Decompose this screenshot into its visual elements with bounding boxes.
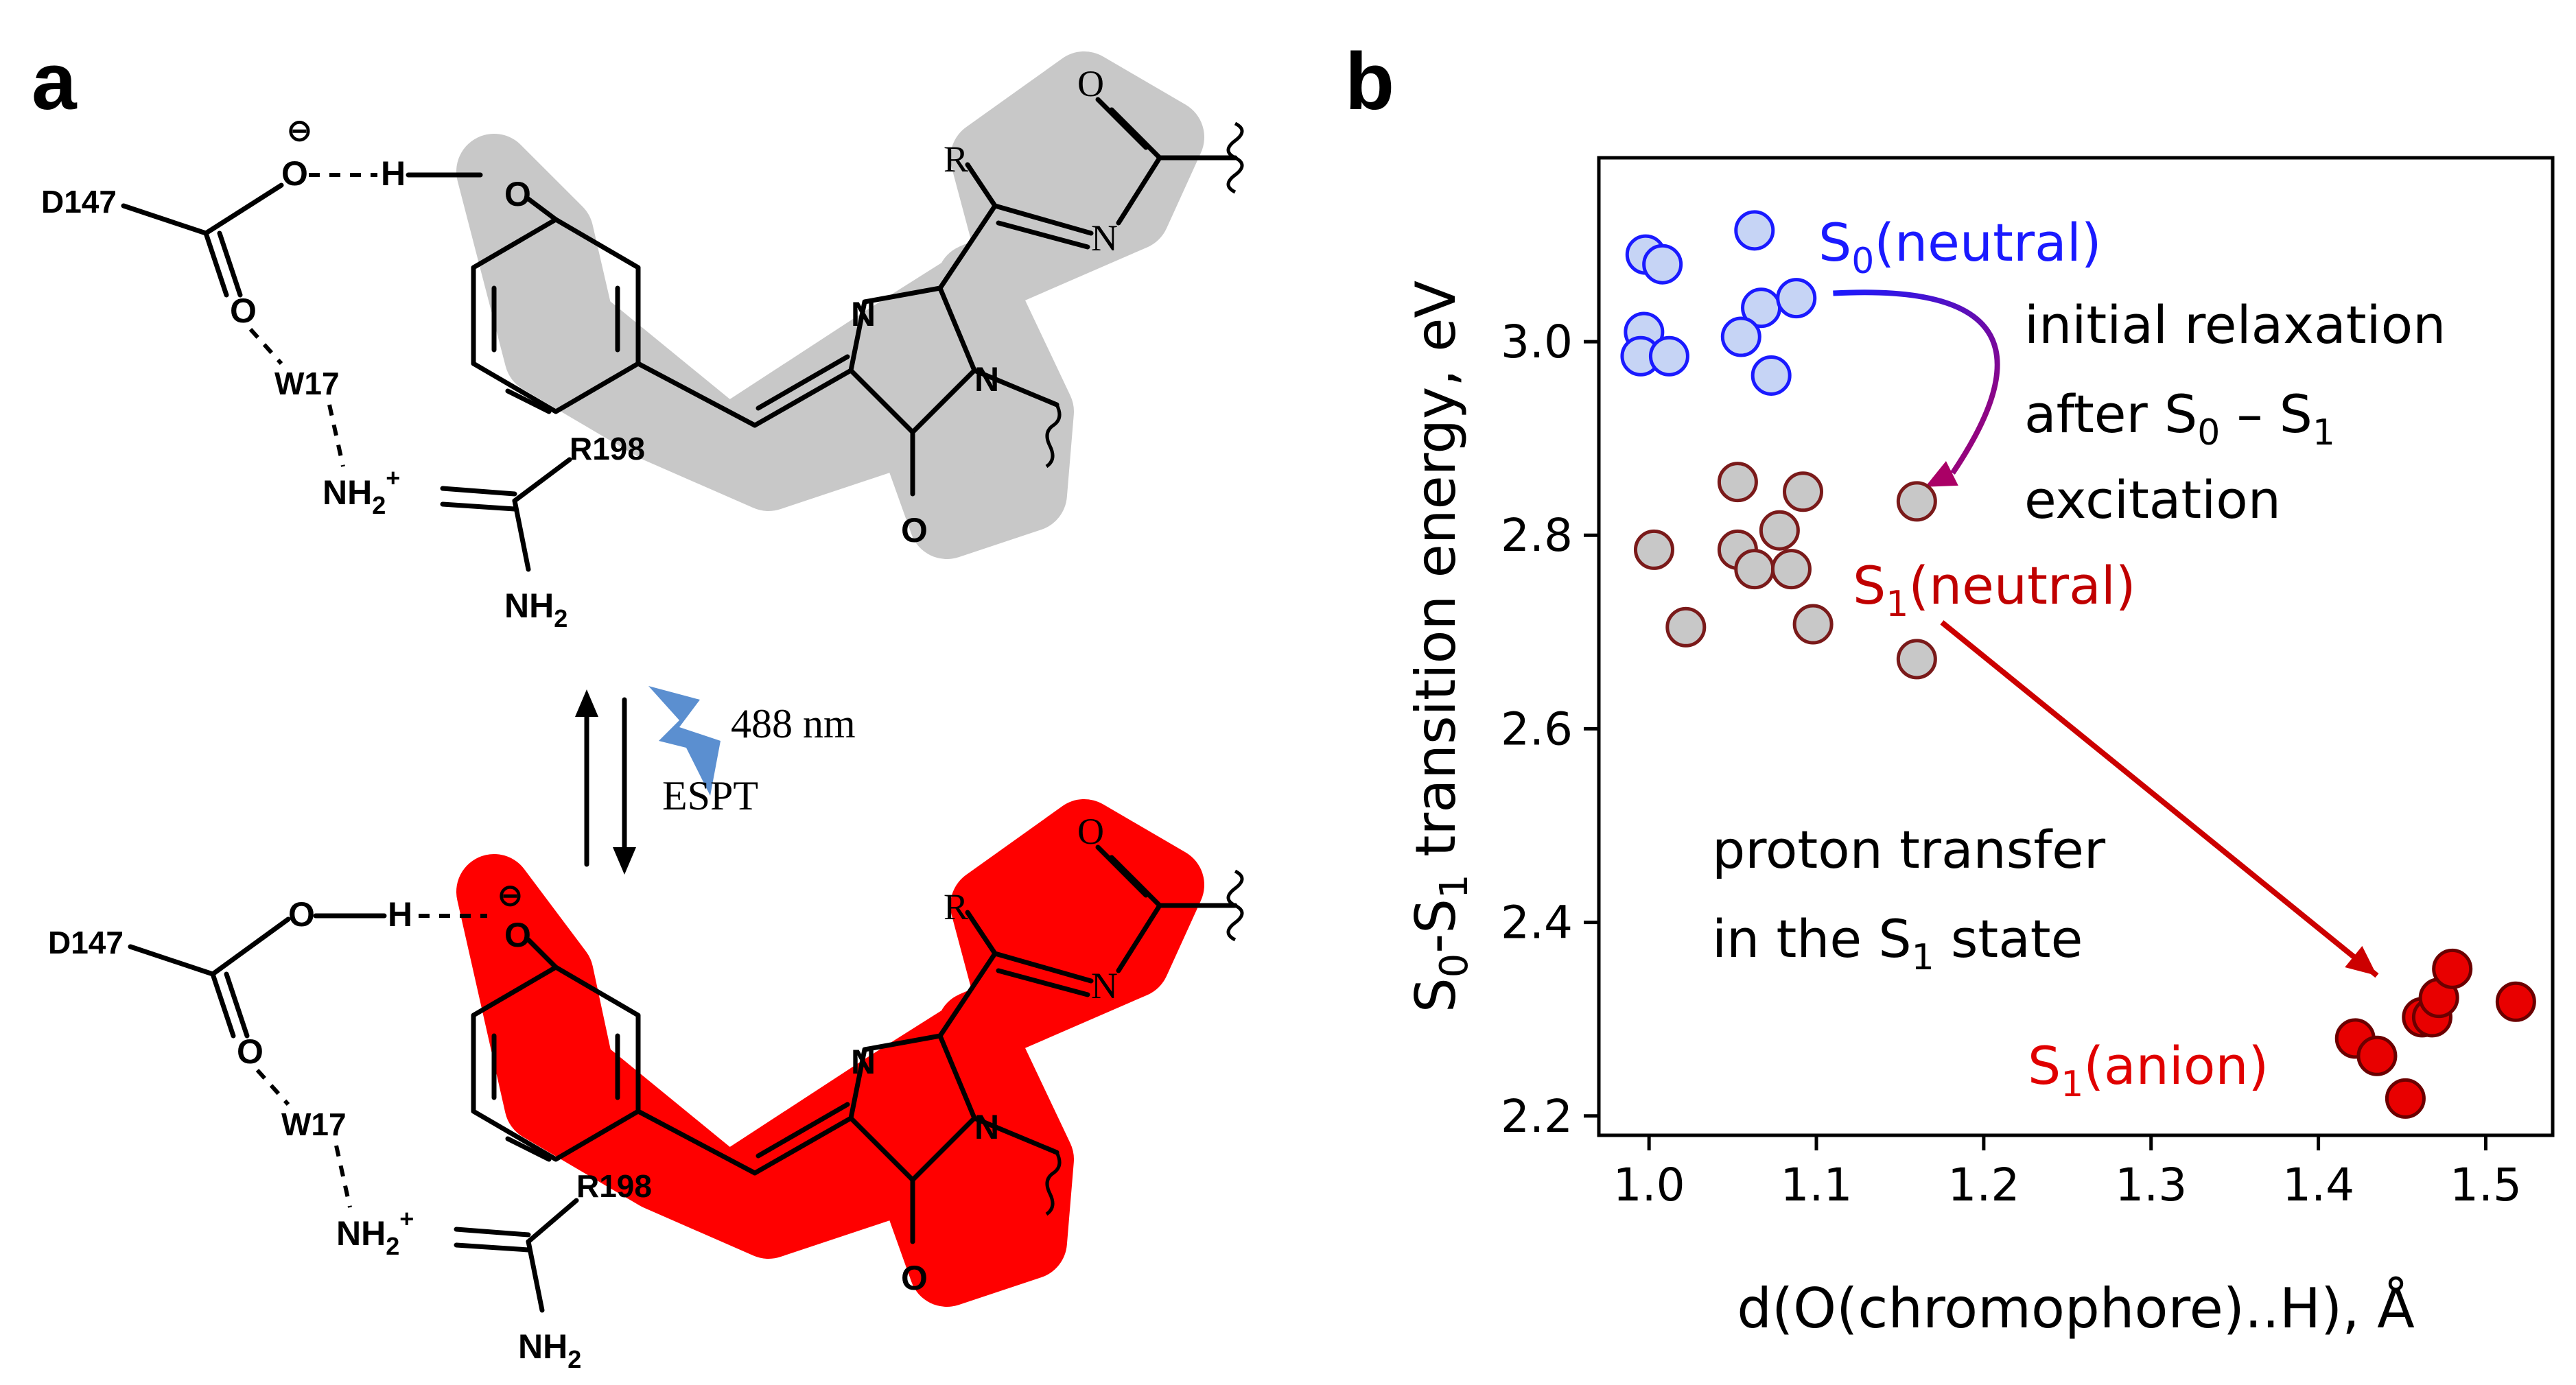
data-point [2495,981,2536,1022]
x-axis: 1.0 1.1 1.2 1.3 1.4 1.5 [1613,1135,2522,1211]
data-points [1620,210,2536,1119]
water-label-bottom: W17 [281,1106,347,1142]
data-point [1720,316,1761,357]
imidazole-n1-bottom: N [851,1043,876,1081]
anionic-chromophore: O ⊖ N N O N O R [456,799,1244,1307]
x-tick-label: 1.4 [2282,1159,2354,1211]
transition-arrows [1833,289,2379,978]
panel-a-structures: O N N O N O R D147 O ⊖ H O W17 NH2+ [41,51,1244,1373]
x-axis-label: d(O(chromophore)..H), Å [1737,1276,2415,1340]
arrow-head [1925,461,1958,487]
panel-b-letter: b [1345,36,1395,127]
r-group-top: R [944,139,968,180]
y-tick-label: 2.2 [1501,1090,1573,1143]
data-point [1734,549,1775,590]
s1-neutral-label: S1(neutral) [1853,555,2135,625]
amide-o-bottom: O [1077,811,1104,852]
x-tick-label: 1.0 [1613,1159,1685,1211]
data-point [1896,481,1937,522]
carboxylate-o-top: O [281,154,308,193]
imidazole-n2-bottom: N [974,1108,999,1146]
equilibrium-arrows: 488 nm ESPT [575,686,856,875]
carbonyl-o-bottom: O [237,1032,264,1071]
data-point [1648,335,1689,377]
panel-a-letter: a [32,36,77,127]
relaxation-label-line2: after S0 – S1 [2024,383,2335,453]
y-tick-label: 3.0 [1501,316,1573,368]
data-point [1792,604,1834,645]
data-point [1633,529,1674,570]
water-label-top: W17 [274,366,340,401]
anion-hbond-network: D147 O H O W17 NH2+ R198 NH2 [48,895,652,1373]
hydrogen-bottom: H [388,895,412,934]
relaxation-label-line3: excitation [2024,469,2281,530]
data-point [1776,278,1817,319]
data-point [1642,244,1683,285]
asp-label-bottom: D147 [48,925,124,960]
ring-carbonyl-o-bottom: O [901,1259,928,1297]
data-point [1750,355,1792,396]
neutral-chromophore: O N N O N O R [456,51,1244,559]
proton-transfer-arrow [1940,620,2379,978]
arrow-head [2345,945,2377,976]
espt-label: ESPT [662,773,758,818]
relaxation-arrow [1833,289,2000,475]
data-point [1665,606,1707,648]
proton-transfer-label-line1: proton transfer [1712,819,2106,880]
data-point [2385,1078,2426,1119]
data-point [2432,948,2473,989]
guanidinium-nh2-plus-bottom: NH2+ [336,1205,414,1260]
arg-label-bottom: R198 [576,1168,652,1204]
relaxation-label-line1: initial relaxation [2024,294,2446,355]
guanidinium-nh2-plus-top: NH2+ [323,464,400,519]
neutral-hbond-network: D147 O ⊖ H O W17 NH2+ R198 NH2 [41,114,645,632]
guanidinium-nh2-top: NH2 [504,587,567,632]
y-tick-label: 2.8 [1501,509,1573,562]
imine-n-bottom: N [1091,965,1118,1006]
charge-top: ⊖ [287,114,312,147]
data-point [1896,639,1937,680]
s1-anion-label: S1(anion) [2028,1035,2269,1105]
wavelength-label: 488 nm [731,701,856,746]
y-tick-label: 2.4 [1501,897,1573,949]
guanidinium-nh2-bottom: NH2 [518,1327,581,1373]
data-point [1783,471,1824,512]
data-point [1734,210,1775,251]
imidazole-n2-top: N [974,360,999,399]
proton-transfer-label-line2: in the S1 state [1712,908,2083,978]
charge-bottom: ⊖ [497,879,523,912]
s0-neutral-label: S0(neutral) [1818,212,2101,282]
x-tick-label: 1.1 [1781,1159,1853,1211]
amide-o-top: O [1077,63,1104,104]
carbonyl-o-top: O [230,292,257,330]
neutral-highlight [456,51,1204,559]
imine-n-top: N [1091,217,1118,259]
phenolate-o-bottom: O [504,916,531,954]
arg-label-top: R198 [570,431,645,466]
asp-label-top: D147 [41,184,117,220]
x-tick-label: 1.2 [1947,1159,2019,1211]
x-tick-label: 1.5 [2450,1159,2522,1211]
data-point [2356,1035,2398,1076]
lightning-bolt-icon [648,686,721,796]
data-point [1759,510,1800,551]
ring-carbonyl-o-top: O [901,511,928,549]
y-axis-label: S0-S1 transition energy, eV [1404,281,1477,1013]
r-group-bottom: R [944,886,968,927]
hydrogen-top: H [381,154,406,193]
data-point [1770,549,1812,590]
plot-frame [1597,156,2555,1137]
transition-energy-chart: 1.0 1.1 1.2 1.3 1.4 1.5 2.2 2.4 2.6 2.8 3.0 d(O(c… [1404,156,2555,1340]
phenol-o-top: O [504,175,531,213]
x-tick-label: 1.3 [2115,1159,2187,1211]
y-axis: 2.2 2.4 2.6 2.8 3.0 [1501,316,1599,1143]
imidazole-n1-top: N [851,295,876,333]
anion-highlight [456,799,1204,1307]
y-tick-label: 2.6 [1501,702,1573,755]
data-point [1717,462,1758,503]
carboxyl-o-bottom: O [288,895,315,934]
